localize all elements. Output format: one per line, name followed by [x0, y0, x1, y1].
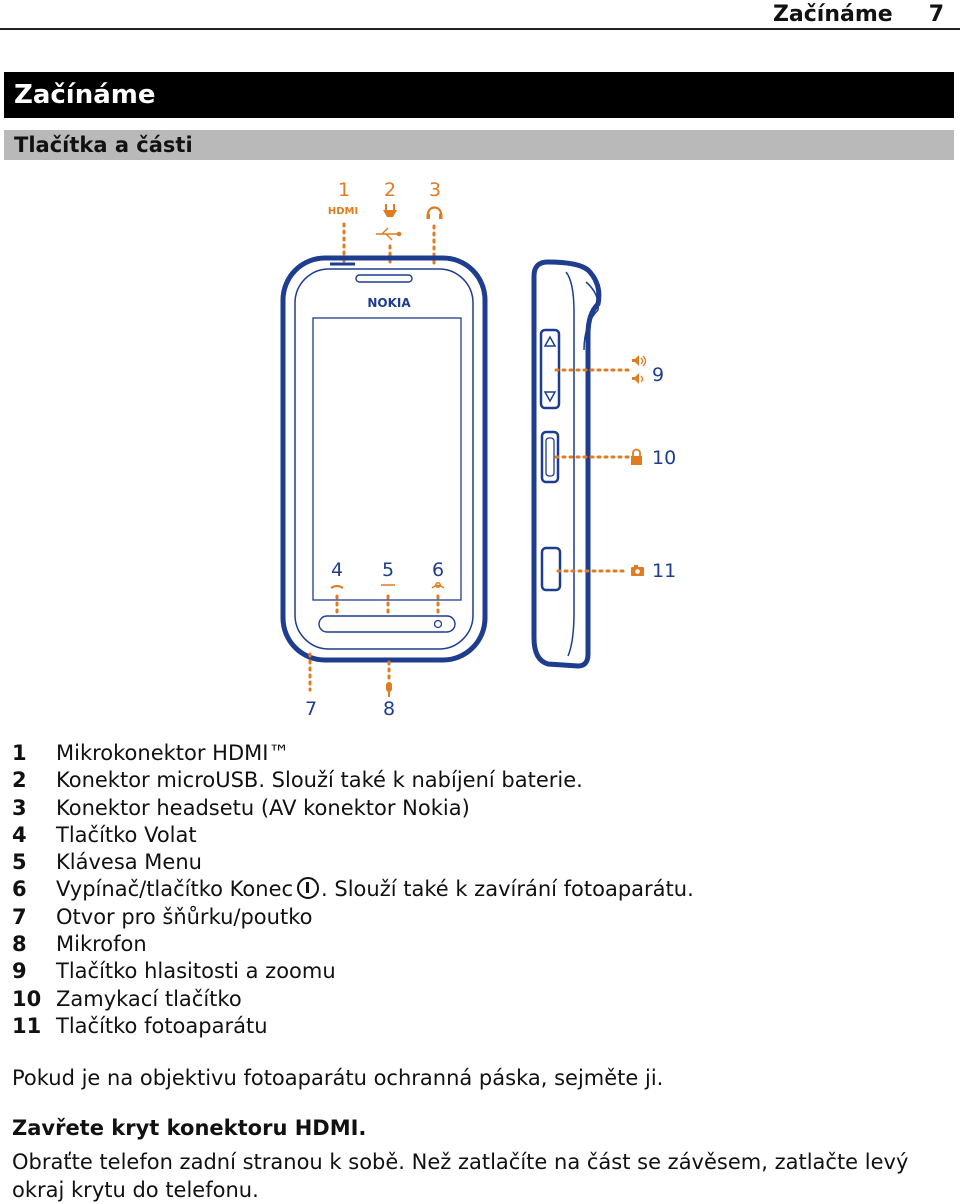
item-text: Klávesa Menu	[56, 850, 202, 875]
callout-8: 8	[383, 698, 395, 720]
device-diagram: 1 2 3 HDMI NOKIA 4 5 6	[0, 170, 960, 730]
item-number: 1	[12, 741, 27, 765]
callout-5: 5	[382, 559, 394, 581]
callout-7: 7	[305, 698, 317, 720]
list-item: 2 Konektor microUSB. Slouží také k nabíje…	[12, 767, 952, 794]
item-text: Konektor headsetu (AV konektor Nokia)	[56, 795, 470, 820]
item-text-after: . Slouží také k zavírání fotoaparátu.	[321, 877, 694, 902]
item-text: Mikrofon	[56, 932, 147, 957]
item-text: Tlačítko hlasitosti a zoomu	[56, 959, 336, 984]
end-key-icon	[431, 582, 445, 589]
microphone-icon	[386, 682, 392, 697]
item-number: 9	[12, 959, 27, 984]
callout-3: 3	[429, 179, 441, 201]
item-text: Vypínač/tlačítko Konec	[56, 877, 294, 902]
list-item: 11 Tlačítko fotoaparátu	[12, 1013, 952, 1040]
callout-1: 1	[338, 179, 350, 201]
item-text: Konektor microUSB. Slouží také k nabíjen…	[56, 768, 583, 793]
callout-6: 6	[432, 559, 444, 581]
item-number: 7	[12, 904, 27, 929]
item-text: Mikrokonektor HDMI™	[56, 741, 290, 765]
hdmi-heading: Zavřete kryt konektoru HDMI.	[12, 1116, 367, 1140]
list-item: 10 Zamykací tlačítko	[12, 986, 952, 1013]
list-item: 9 Tlačítko hlasitosti a zoomu	[12, 958, 952, 985]
item-text: Otvor pro šňůrku/poutko	[56, 904, 313, 929]
running-title: Začínáme	[772, 2, 893, 27]
item-number: 10	[12, 986, 42, 1011]
headset-icon	[426, 206, 443, 218]
brand-logo: NOKIA	[367, 296, 411, 310]
list-item: 1 Mikrokonektor HDMI™	[12, 740, 952, 767]
list-item: 6 Vypínač/tlačítko Konec . Slouží také k z…	[12, 876, 952, 903]
callout-9: 9	[652, 364, 664, 386]
list-item: 4 Tlačítko Volat	[12, 822, 952, 849]
header-rule	[0, 28, 960, 30]
item-number: 4	[12, 822, 27, 847]
list-item: 8 Mikrofon	[12, 931, 952, 958]
item-text: Tlačítko Volat	[56, 822, 197, 847]
hdmi-icon: HDMI	[328, 206, 358, 217]
usb-charge-icon	[376, 204, 402, 241]
running-header: Začínáme 7	[773, 2, 944, 27]
callout-2: 2	[384, 179, 396, 201]
parts-list: 1 Mikrokonektor HDMI™ 2 Konektor microUSB.…	[12, 740, 952, 1040]
item-number: 2	[12, 768, 27, 793]
item-number: 6	[12, 877, 27, 902]
hdmi-instructions: Obraťte telefon zadní stranou k sobě. Ne…	[12, 1150, 909, 1202]
chapter-title: Začínáme	[4, 72, 954, 118]
call-icon	[330, 585, 344, 589]
power-icon	[297, 877, 320, 900]
item-number: 3	[12, 795, 27, 820]
volume-icon	[632, 355, 639, 384]
tape-note: Pokud je na objektivu fotoaparátu ochran…	[12, 1066, 664, 1090]
callout-10: 10	[652, 447, 676, 469]
item-number: 5	[12, 850, 27, 875]
phone-side	[531, 259, 602, 669]
item-text: Tlačítko fotoaparátu	[56, 1013, 268, 1038]
list-item: 3 Konektor headsetu (AV konektor Nokia)	[12, 795, 952, 822]
item-text: Zamykací tlačítko	[56, 986, 242, 1011]
item-number: 8	[12, 932, 27, 957]
camera-icon	[631, 565, 644, 576]
list-item: 7 Otvor pro šňůrku/poutko	[12, 904, 952, 931]
callout-4: 4	[331, 559, 343, 581]
volume-waves	[640, 355, 647, 383]
section-title: Tlačítka a části	[4, 130, 954, 160]
item-number: 11	[12, 1013, 42, 1038]
phone-front	[280, 255, 488, 663]
lock-icon	[631, 448, 642, 465]
list-item: 5 Klávesa Menu	[12, 849, 952, 876]
callout-11: 11	[652, 560, 676, 582]
page-number: 7	[928, 2, 944, 27]
